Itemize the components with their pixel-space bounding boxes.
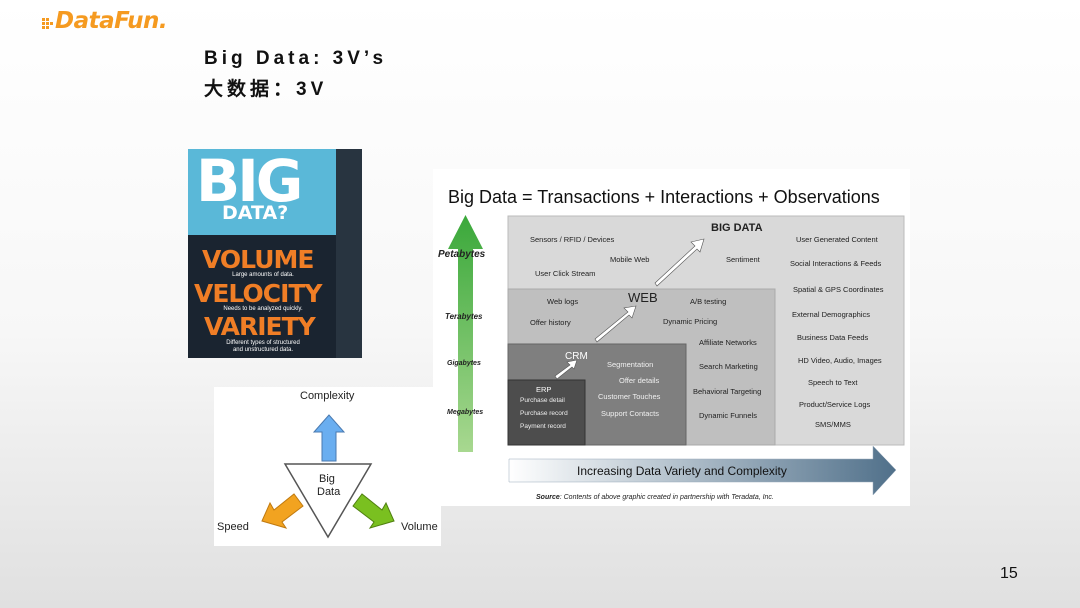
item-offer-details: Offer details — [619, 376, 660, 385]
item-ab-testing: A/B testing — [690, 297, 727, 306]
item-payment-record: Payment record — [520, 423, 566, 430]
item-offer-history: Offer history — [530, 318, 571, 327]
axis-petabytes: Petabytes — [438, 249, 486, 260]
poster-variety-desc-1: Different types of structured — [226, 340, 300, 346]
tier-label-web: WEB — [628, 290, 658, 305]
tier-label-big-data: BIG DATA — [711, 222, 763, 234]
item-support-contacts: Support Contacts — [601, 409, 659, 418]
item-dynamic-funnels: Dynamic Funnels — [699, 411, 757, 420]
complexity-arrow-icon — [312, 414, 346, 462]
poster-variety-desc-2: and unstructured data. — [232, 347, 294, 353]
erp-tier — [507, 379, 586, 446]
item-product-service-logs: Product/Service Logs — [799, 400, 871, 409]
source-text: : Contents of above graphic created in p… — [559, 494, 774, 501]
slide-subtitle: 大数据：3V — [204, 79, 328, 100]
chart-source: Source: Contents of above graphic create… — [536, 494, 774, 501]
poster-variety: VARIETY — [204, 312, 316, 341]
speed-label: Speed — [217, 521, 249, 533]
logo-text: DataFun. — [55, 8, 168, 34]
item-sentiment: Sentiment — [726, 255, 760, 264]
item-external-demographics: External Demographics — [792, 310, 870, 319]
web-to-bigdata-arrow-icon — [654, 238, 705, 287]
poster-data-text: DATA? — [222, 202, 289, 224]
tier-label-erp: ERP — [536, 385, 552, 394]
item-social-interactions: Social Interactions & Feeds — [790, 259, 882, 268]
erp-to-crm-arrow-icon — [554, 359, 578, 380]
axis-terabytes: Terabytes — [445, 312, 483, 321]
item-sensors: Sensors / RFID / Devices — [530, 235, 615, 244]
poster-velocity: VELOCITY — [194, 279, 323, 308]
data-size-arrow-icon — [448, 215, 483, 452]
page-number: 15 — [1000, 565, 1018, 582]
datafun-logo-icon — [42, 18, 53, 29]
complexity-label: Complexity — [300, 390, 355, 402]
item-speech-to-text: Speech to Text — [808, 378, 858, 387]
item-mobile-web: Mobile Web — [610, 255, 650, 264]
item-spatial-gps: Spatial & GPS Coordinates — [793, 285, 884, 294]
item-customer-touches: Customer Touches — [598, 392, 661, 401]
speed-arrow-icon — [261, 493, 304, 529]
item-purchase-detail: Purchase detail — [520, 397, 565, 404]
item-search-marketing: Search Marketing — [699, 362, 758, 371]
item-business-data-feeds: Business Data Feeds — [797, 333, 869, 342]
poster-big-text: BIG — [196, 149, 303, 215]
item-user-click-stream: User Click Stream — [535, 269, 596, 278]
poster-volume: VOLUME — [202, 245, 314, 274]
item-behavioral-targeting: Behavioral Targeting — [693, 387, 762, 396]
axis-gigabytes: Gigabytes — [447, 360, 481, 367]
poster-velocity-desc: Needs to be analyzed quickly. — [223, 306, 303, 312]
volume-label: Volume — [401, 521, 438, 533]
item-purchase-record: Purchase record — [520, 410, 568, 417]
axis-megabytes: Megabytes — [447, 409, 484, 416]
item-sms-mms: SMS/MMS — [815, 420, 851, 429]
item-dynamic-pricing: Dynamic Pricing — [663, 317, 718, 326]
item-web-logs: Web logs — [547, 297, 579, 306]
slide-title: Big Data: 3V’s — [204, 48, 388, 69]
tier-label-crm: CRM — [565, 351, 588, 362]
source-label: Source — [536, 494, 560, 501]
item-affiliate-networks: Affiliate Networks — [699, 338, 757, 347]
crm-to-web-arrow-icon — [594, 305, 637, 343]
chart-title: Big Data = Transactions + Interactions +… — [448, 187, 880, 207]
item-segmentation: Segmentation — [607, 360, 654, 369]
volume-arrow-icon — [352, 493, 395, 529]
item-user-generated-content: User Generated Content — [796, 235, 878, 244]
big-data-layer-chart: Big Data = Transactions + Interactions +… — [433, 169, 910, 506]
three-v-triangle-diagram: Complexity Speed Volume Big Data — [214, 387, 441, 546]
big-data-triangle — [283, 463, 373, 539]
variety-arrow-icon — [508, 445, 897, 496]
poster-volume-desc: Large amounts of data. — [232, 272, 294, 278]
big-data-poster: BIG DATA? VOLUME Large amounts of data. … — [188, 149, 362, 358]
x-arrow-label: Increasing Data Variety and Complexity — [577, 464, 787, 478]
triangle-center-data: Data — [317, 486, 341, 498]
item-hd-video: HD Video, Audio, Images — [798, 356, 882, 365]
triangle-center-big: Big — [319, 473, 335, 485]
